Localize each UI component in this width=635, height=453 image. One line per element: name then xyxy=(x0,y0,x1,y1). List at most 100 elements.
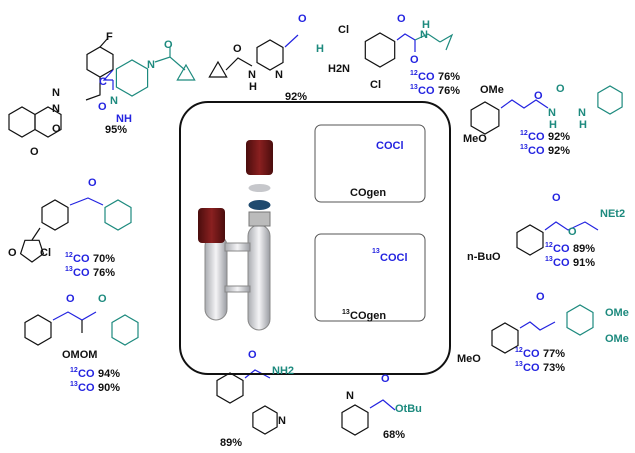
atom-label: H xyxy=(549,119,557,131)
ring xyxy=(252,405,278,435)
bond xyxy=(102,69,114,81)
atom-label: MeO xyxy=(463,133,487,145)
septum-disc xyxy=(248,184,271,192)
atom-label: OMe xyxy=(605,333,629,345)
svg-text:CO: CO xyxy=(73,253,90,265)
bond xyxy=(99,37,109,48)
vial-cap-left xyxy=(198,208,225,243)
ring xyxy=(34,106,62,138)
bond xyxy=(225,57,253,71)
atom-label: NEt2 xyxy=(600,208,625,220)
svg-text:12: 12 xyxy=(410,70,418,77)
ring xyxy=(341,404,369,436)
yield: 92% xyxy=(285,91,307,103)
svg-text:13: 13 xyxy=(70,381,78,388)
vial-thread xyxy=(248,211,271,227)
atom-label: OtBu xyxy=(395,403,422,415)
atom-label: Cl xyxy=(40,247,51,259)
svg-text:12: 12 xyxy=(70,367,78,374)
ring xyxy=(115,59,149,97)
svg-text:13: 13 xyxy=(65,266,73,273)
atom-label: N xyxy=(548,107,556,119)
atom-label: N xyxy=(346,390,354,402)
svg-text:90%: 90% xyxy=(98,382,120,394)
svg-text:CO: CO xyxy=(78,382,95,394)
svg-text:77%: 77% xyxy=(543,348,565,360)
svg-text:91%: 91% xyxy=(573,257,595,269)
atom-label: N xyxy=(52,103,60,115)
atom-label: O xyxy=(552,192,561,204)
atom-label: O xyxy=(164,39,173,51)
bond xyxy=(154,56,186,71)
svg-text:13: 13 xyxy=(520,144,528,151)
cogen-acyl-group: COCl xyxy=(376,140,404,152)
svg-text:92%: 92% xyxy=(548,131,570,143)
atom-label: F xyxy=(106,31,113,43)
ring xyxy=(470,101,500,135)
svg-text:CO: CO xyxy=(418,71,435,83)
atom-label: N xyxy=(275,69,283,81)
atom-label: H xyxy=(579,119,587,131)
atom-labels: FNNOONNNHOCOONHNOHClH2NClOONHOMeMeOOONHN… xyxy=(8,13,629,427)
bond xyxy=(396,33,416,52)
atom-label: O xyxy=(98,101,107,113)
atom-label: Cl xyxy=(370,79,381,91)
svg-text:CO: CO xyxy=(528,145,545,157)
atom-label: H xyxy=(422,19,430,31)
bond xyxy=(284,34,299,48)
cogen13-acyl-group: COCl xyxy=(380,252,408,264)
ring xyxy=(256,39,284,71)
atom-label: O xyxy=(568,226,577,238)
ring xyxy=(516,224,544,256)
center-panel xyxy=(179,101,451,375)
bond xyxy=(69,197,104,206)
atom-label: O xyxy=(248,349,257,361)
svg-text:70%: 70% xyxy=(93,253,115,265)
svg-text:76%: 76% xyxy=(438,85,460,97)
svg-text:CO: CO xyxy=(418,85,435,97)
atom-label: N xyxy=(52,87,60,99)
svg-text:CO: CO xyxy=(78,368,95,380)
atom-label: H xyxy=(249,81,257,93)
svg-text:CO: CO xyxy=(523,362,540,374)
atom-label: NH xyxy=(116,113,132,125)
bond xyxy=(85,77,101,101)
svg-text:13: 13 xyxy=(410,84,418,91)
ring xyxy=(8,106,36,138)
atom-label: O xyxy=(534,90,543,102)
atom-label: N xyxy=(110,95,118,107)
cogen13-box xyxy=(314,233,426,322)
svg-text:89%: 89% xyxy=(573,243,595,255)
atom-label: OMOM xyxy=(62,349,97,361)
chamber-right xyxy=(247,224,271,331)
svg-text:CO: CO xyxy=(528,131,545,143)
bond xyxy=(31,227,41,241)
atom-label: N xyxy=(278,415,286,427)
svg-text:12: 12 xyxy=(520,130,528,137)
atom-label: C xyxy=(99,76,107,88)
bond xyxy=(369,399,396,411)
atom-label: N xyxy=(420,29,428,41)
yield: 68% xyxy=(383,429,405,441)
ring xyxy=(24,314,52,346)
svg-text:12: 12 xyxy=(65,252,73,259)
cogen13-label-sup: 13 xyxy=(342,309,350,316)
atom-label: NH2 xyxy=(272,365,294,377)
atom-label: O xyxy=(88,177,97,189)
atom-label: O xyxy=(298,13,307,25)
ring xyxy=(597,85,623,115)
svg-text:76%: 76% xyxy=(438,71,460,83)
atom-label: O xyxy=(233,43,242,55)
atom-label: MeO xyxy=(457,353,481,365)
cyclopropane-ring xyxy=(176,63,196,81)
